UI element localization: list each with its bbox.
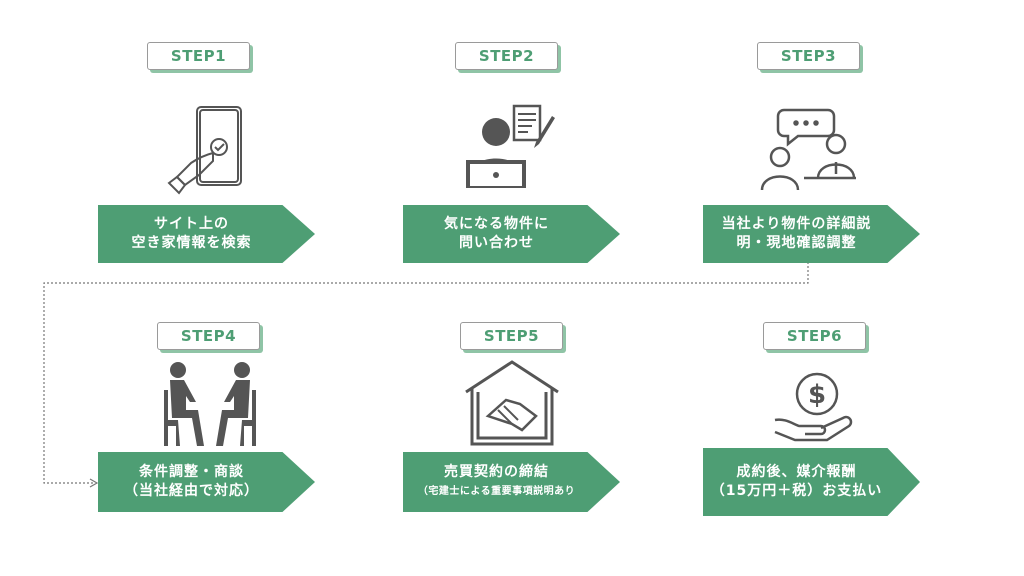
step2-line1: 気になる物件に	[444, 216, 549, 232]
step1-arrow: サイト上の空き家情報を検索	[98, 205, 315, 263]
smartphone-tap-icon	[167, 106, 242, 195]
step2-arrow: 気になる物件に問い合わせ	[403, 205, 620, 263]
step4-badge: STEP4	[157, 322, 260, 350]
step1-line1: サイト上の	[154, 216, 229, 232]
step6-line2: （15万円＋税）お支払い	[710, 483, 883, 499]
step5-line1: 売買契約の締結	[444, 464, 549, 480]
step4-arrow: 条件調整・商談 （当社経由で対応）	[98, 452, 315, 512]
step3-line1: 当社より物件の詳細説	[721, 216, 872, 232]
step5-arrow: 売買契約の締結 （宅建士による重要事項説明あり	[403, 452, 620, 512]
svg-text:$: $	[808, 380, 826, 410]
step6-arrow: 成約後、媒介報酬 （15万円＋税）お支払い	[703, 448, 920, 516]
step5-line2: （宅建士による重要事項説明あり	[417, 486, 576, 497]
step2-line2: 問い合わせ	[459, 235, 534, 251]
house-handshake-icon	[465, 360, 559, 446]
coin-hand-icon: $	[774, 372, 853, 442]
step4-line2: （当社経由で対応）	[124, 483, 259, 499]
step2-badge: STEP2	[455, 42, 558, 70]
step4-line1: 条件調整・商談	[139, 464, 244, 480]
step1-line2: 空き家情報を検索	[131, 235, 252, 251]
step3-badge: STEP3	[757, 42, 860, 70]
step3-line2: 明・現地確認調整	[736, 235, 857, 251]
step1-badge: STEP1	[147, 42, 250, 70]
meeting-icon	[164, 362, 256, 446]
person-laptop-document-icon	[466, 104, 555, 188]
step6-badge: STEP6	[763, 322, 866, 350]
step5-badge: STEP5	[460, 322, 563, 350]
consultation-icon	[760, 108, 856, 191]
step3-arrow: 当社より物件の詳細説明・現地確認調整	[703, 205, 920, 263]
step6-line1: 成約後、媒介報酬	[736, 464, 857, 480]
